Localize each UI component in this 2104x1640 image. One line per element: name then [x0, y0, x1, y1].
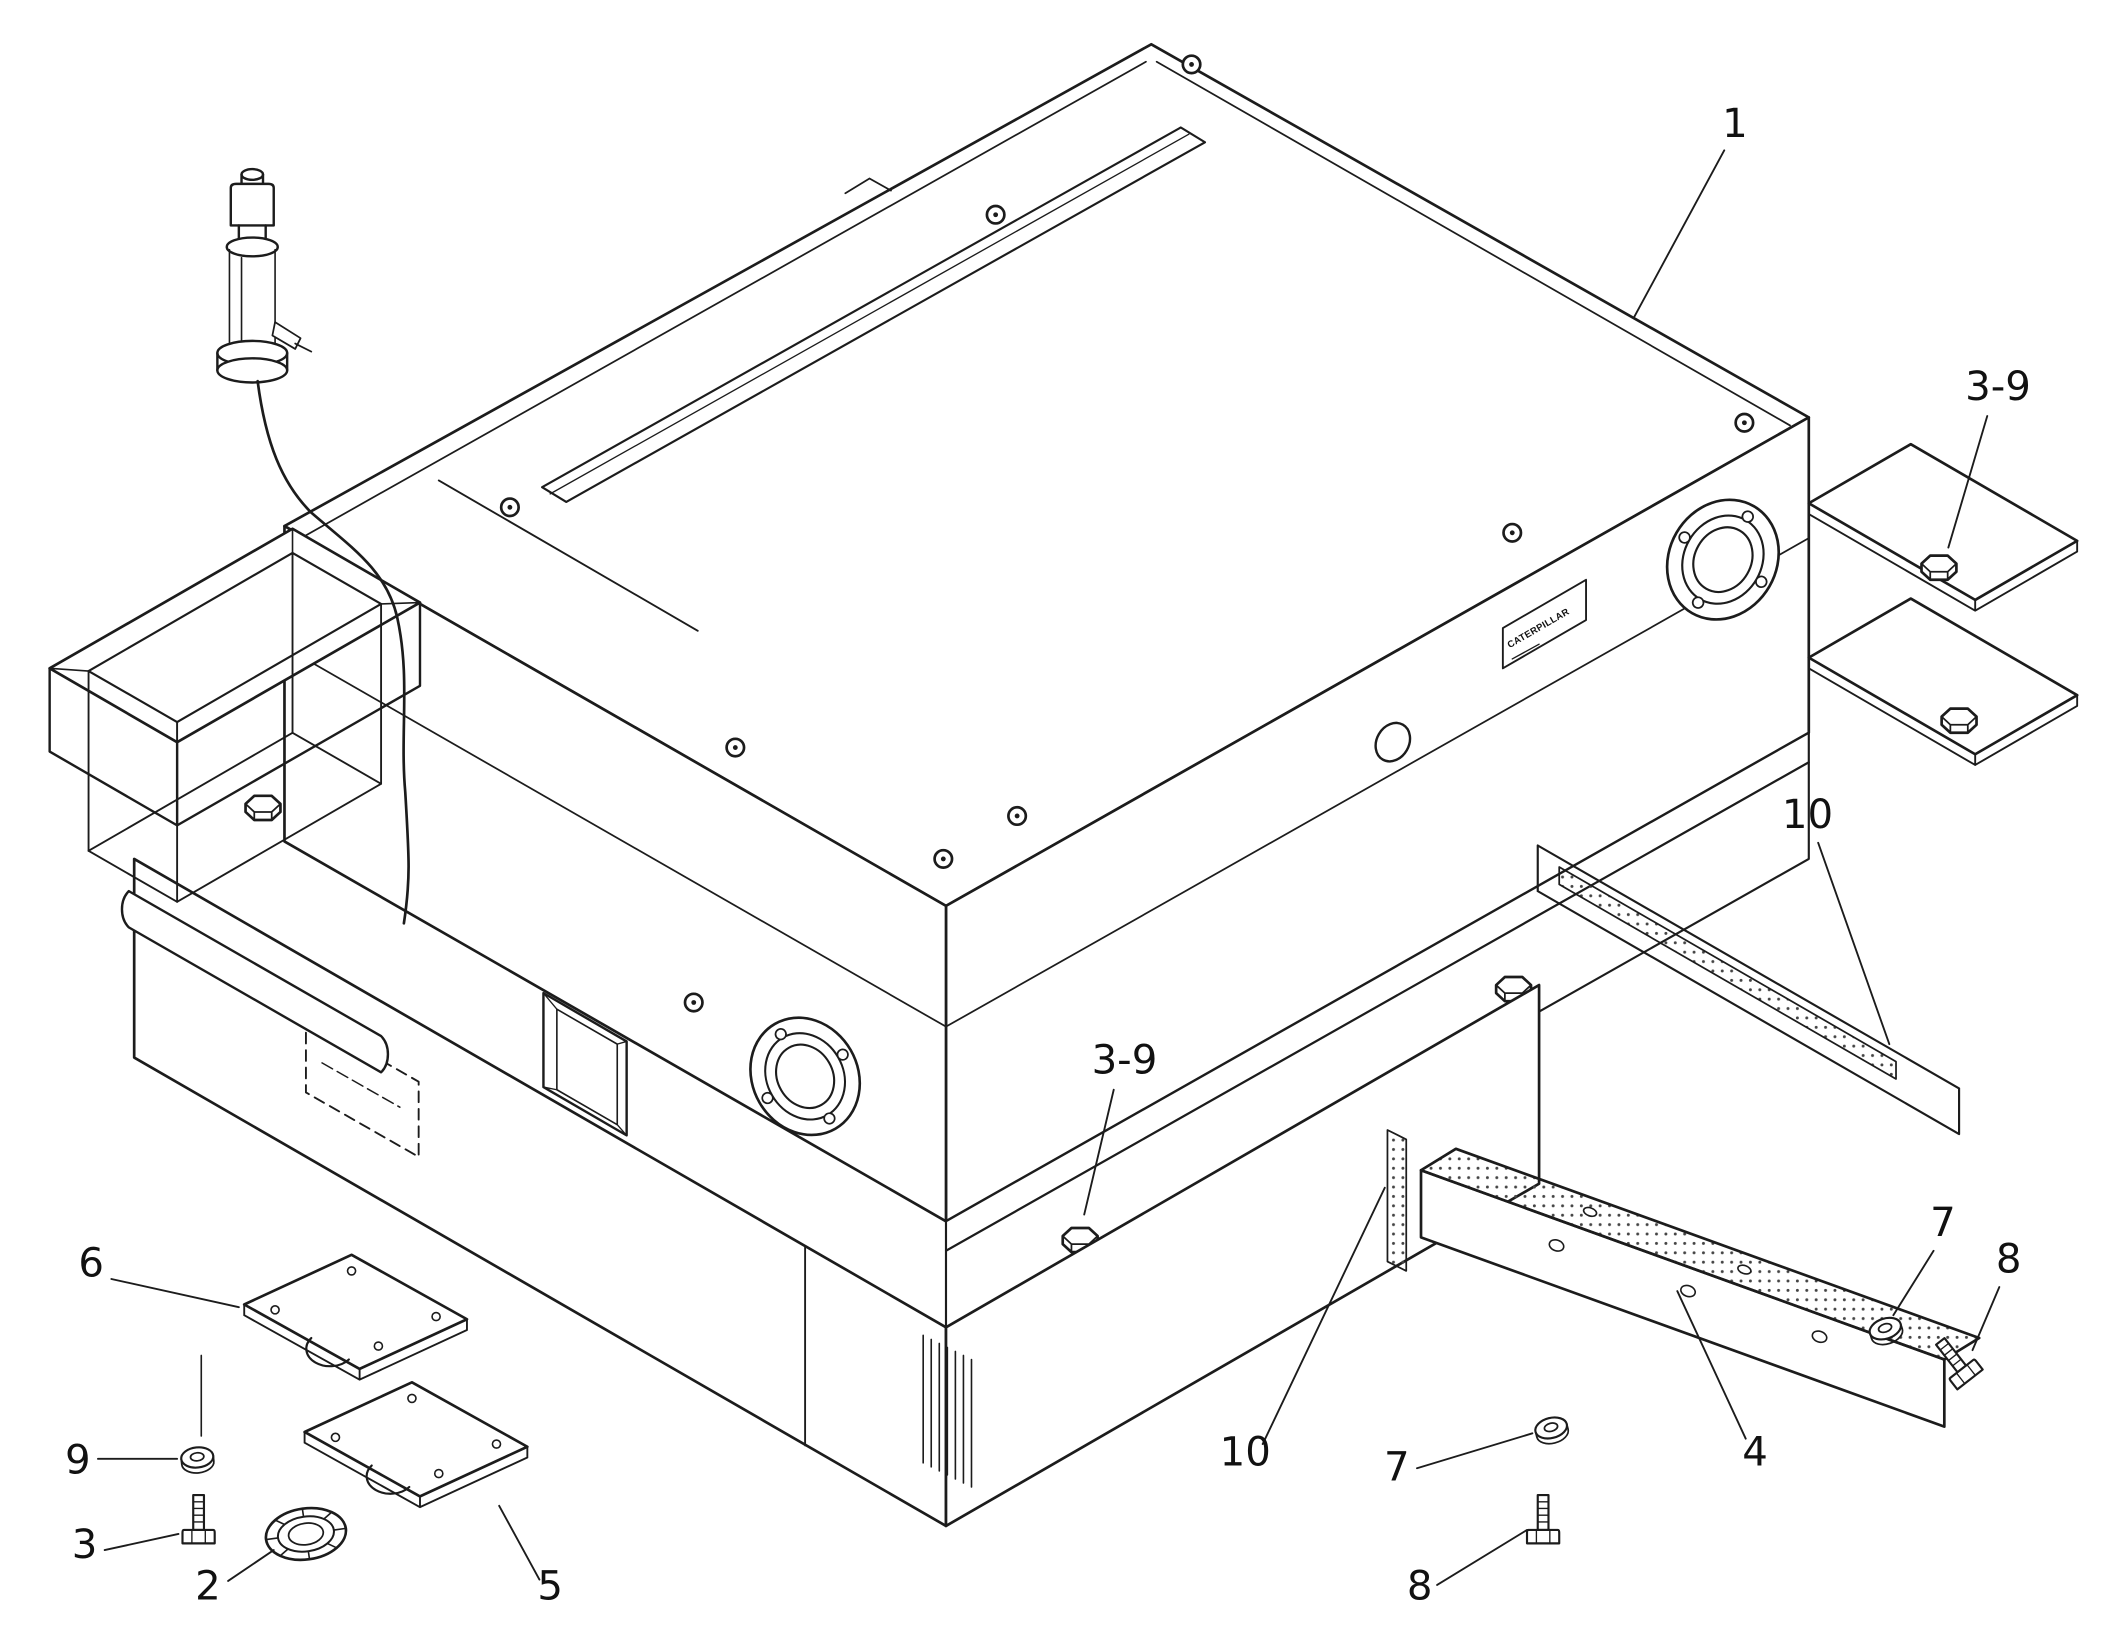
- callout-9: 9: [65, 1438, 91, 1484]
- bolt-3-9-lower-wing: [1940, 707, 1978, 735]
- leader-4: [1676, 1290, 1747, 1440]
- leader-3: [103, 1533, 180, 1552]
- callout-8-right: 8: [1996, 1236, 2022, 1282]
- callout-6: 6: [78, 1240, 104, 1286]
- callout-3-9-top-right: 3-9: [1965, 364, 2031, 410]
- bottom-right-assembly: [1386, 844, 1985, 1545]
- callout-10-lower: 10: [1220, 1430, 1271, 1476]
- callout-5: 5: [537, 1564, 563, 1610]
- wing-upper: [1807, 442, 2079, 612]
- handle-slot: [120, 889, 390, 1074]
- leader-7-bottom: [1416, 1432, 1534, 1470]
- leader-5: [498, 1504, 541, 1581]
- gasket-channel: [1536, 844, 1961, 1136]
- leader-6: [110, 1278, 240, 1309]
- bolt-3: [181, 1493, 217, 1545]
- leader-2: [227, 1549, 275, 1582]
- screw-hole: [985, 204, 1006, 225]
- fuel-sender: [216, 167, 410, 925]
- hand-recess: [542, 991, 628, 1137]
- mounting-wings: [1807, 442, 2079, 766]
- callout-7-bottom: 7: [1384, 1444, 1410, 1490]
- callout-3: 3: [72, 1522, 98, 1568]
- screw-hole: [1181, 54, 1202, 75]
- leader-10-upper: [1817, 841, 1891, 1046]
- leader-3-9-front: [1083, 1088, 1115, 1216]
- callout-2: 2: [195, 1564, 221, 1610]
- callout-8-bottom: 8: [1407, 1564, 1433, 1610]
- leader-1: [1633, 149, 1726, 318]
- leader-3-9-top-right: [1947, 415, 1989, 549]
- washer-7-bottom: [1531, 1412, 1572, 1449]
- leader-10-lower: [1261, 1186, 1386, 1445]
- plate-5: [303, 1380, 529, 1509]
- screw-hole: [725, 737, 746, 758]
- callout-3-9-front: 3-9: [1092, 1038, 1158, 1084]
- screw-hole: [1502, 522, 1523, 543]
- plate-6: [242, 1253, 469, 1381]
- washer-9: [178, 1444, 217, 1476]
- callout-4: 4: [1742, 1430, 1768, 1476]
- sender-wire: [256, 379, 410, 925]
- screw-hole: [1734, 412, 1755, 433]
- leader-7-right: [1892, 1249, 1935, 1317]
- leader-8-bottom: [1436, 1529, 1528, 1586]
- screw-hole: [933, 848, 954, 869]
- gasket-strip-lower: [1386, 1129, 1408, 1272]
- screw-hole: [1007, 805, 1028, 827]
- gasket-strip-upper: [1558, 866, 1897, 1080]
- screw-hole: [683, 992, 704, 1013]
- lid-strip: [541, 126, 1207, 504]
- wing-lower: [1807, 597, 2079, 766]
- leader-8-right: [1971, 1286, 2001, 1352]
- callout-10-upper: 10: [1782, 792, 1833, 838]
- seal-ring: [264, 1506, 348, 1562]
- bolt-3-9-top-right: [1920, 554, 1958, 582]
- bottom-left-parts: [178, 1253, 529, 1562]
- screw-hole: [499, 497, 520, 518]
- filler-hole: [1374, 721, 1412, 763]
- callout-7-right: 7: [1930, 1200, 1956, 1246]
- bracket-bolt: [244, 794, 282, 822]
- angle-bracket: [1419, 1147, 1981, 1428]
- tank-assembly: CATERPILLAR: [283, 42, 1811, 1223]
- left-bracket: [48, 527, 422, 1074]
- callouts: 1 3-9 10 3-9 7 8 4 10 7 8 6 9 3 2 5: [65, 101, 2031, 1610]
- bolt-8-bottom: [1525, 1493, 1561, 1545]
- callout-1: 1: [1722, 101, 1748, 147]
